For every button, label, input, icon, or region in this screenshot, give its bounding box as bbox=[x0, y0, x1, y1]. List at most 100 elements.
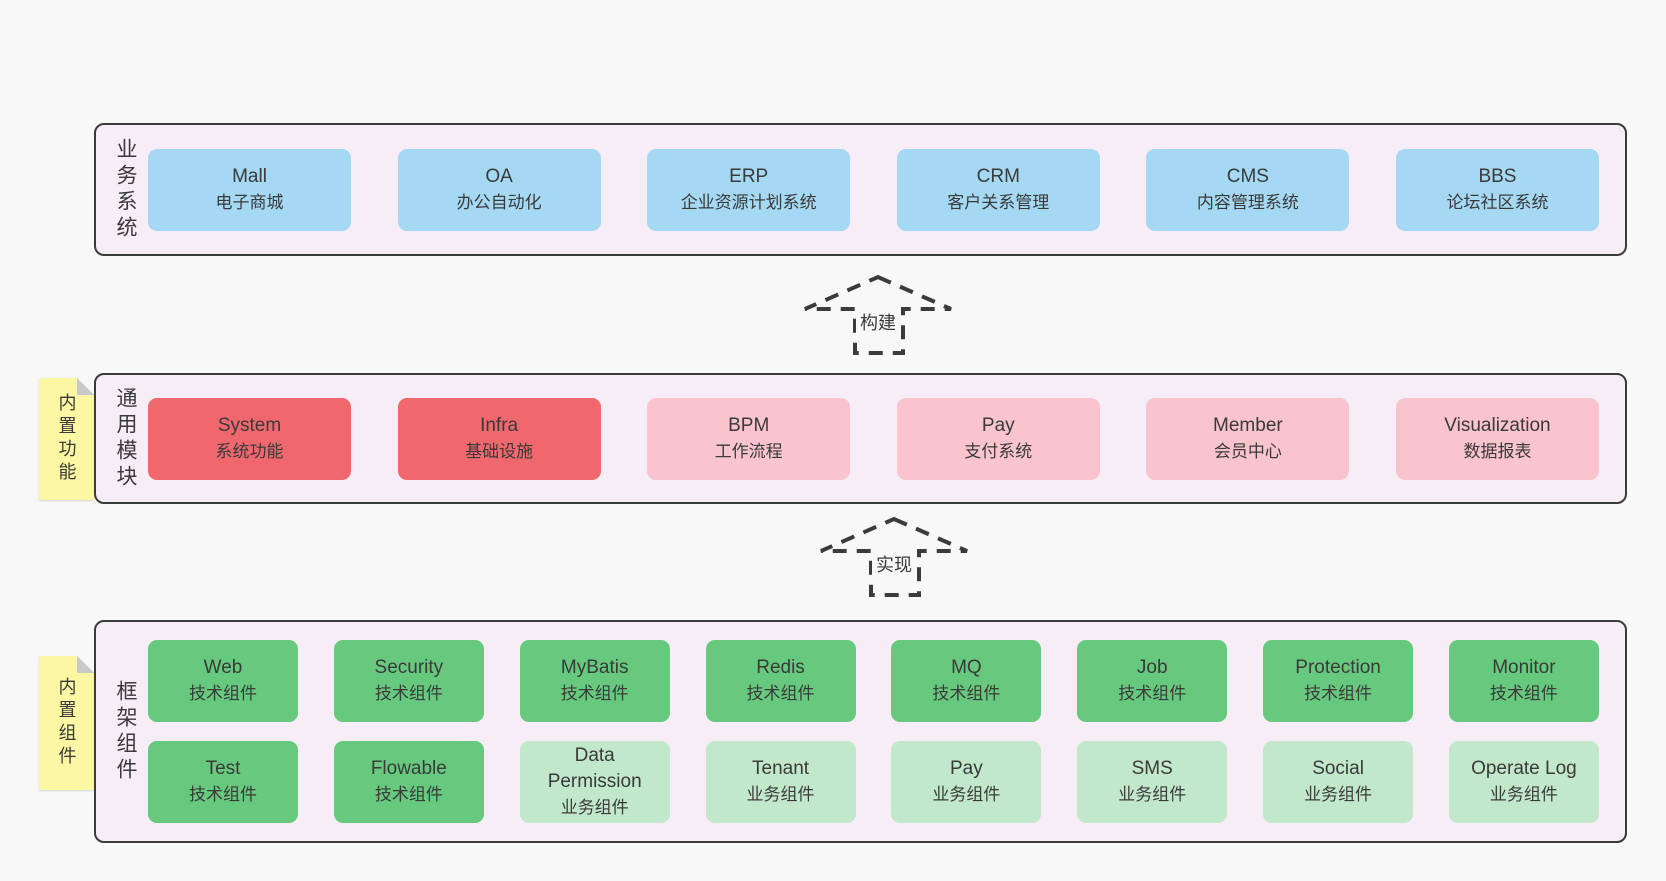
panel-label-common-modules: 通用模块 bbox=[114, 386, 137, 491]
box-monitor: Monitor 技术组件 bbox=[1448, 640, 1599, 723]
box-name: Infra bbox=[480, 414, 519, 436]
box-name: Pay bbox=[950, 757, 983, 779]
box-data-permission: Data Permission 业务组件 bbox=[519, 740, 670, 823]
panel-framework-components: 框架组件 Web 技术组件 Security 技术组件 MyBatis 技术组件… bbox=[94, 620, 1627, 843]
box-desc: 会员中心 bbox=[1213, 441, 1282, 461]
framework-components-row-1: Web 技术组件 Security 技术组件 MyBatis 技术组件 Redi… bbox=[148, 640, 1599, 723]
box-security: Security 技术组件 bbox=[333, 640, 484, 723]
box-crm: CRM 客户关系管理 bbox=[896, 148, 1100, 231]
box-name: BPM bbox=[728, 414, 770, 436]
box-name: System bbox=[217, 414, 282, 436]
panel-label-business-systems: 业务系统 bbox=[114, 137, 137, 242]
box-member: Member 会员中心 bbox=[1146, 397, 1350, 480]
sticky-note-built-in-components: 内置组件 bbox=[39, 656, 94, 790]
box-sms: SMS 业务组件 bbox=[1077, 740, 1228, 823]
box-name: Member bbox=[1213, 414, 1283, 436]
box-test: Test 技术组件 bbox=[148, 740, 298, 823]
box-name: Data Permission bbox=[547, 744, 642, 792]
sticky-fold-corner-icon bbox=[77, 378, 94, 395]
box-web: Web 技术组件 bbox=[148, 640, 298, 723]
box-desc: 技术组件 bbox=[189, 784, 257, 804]
box-name: SMS bbox=[1131, 757, 1173, 779]
box-name: Operate Log bbox=[1471, 757, 1577, 779]
box-desc: 业务组件 bbox=[1118, 784, 1187, 804]
up-arrow-icon bbox=[820, 516, 968, 597]
box-desc: 技术组件 bbox=[1489, 684, 1558, 704]
business-systems-row: Mall 电子商城 OA 办公自动化 ERP 企业资源计划系统 CRM 客户关系… bbox=[136, 125, 1625, 254]
box-desc: 技术组件 bbox=[189, 684, 257, 704]
panel-business-systems: 业务系统 Mall 电子商城 OA 办公自动化 ERP 企业资源计划系统 CRM… bbox=[94, 123, 1627, 256]
framework-components-row-2: Test 技术组件 Flowable 技术组件 Data Permission … bbox=[148, 740, 1599, 823]
box-name: Pay bbox=[981, 414, 1015, 436]
box-operate-log: Operate Log 业务组件 bbox=[1448, 740, 1599, 823]
box-name: Redis bbox=[756, 657, 805, 679]
box-name: Job bbox=[1136, 657, 1168, 679]
box-desc: 业务组件 bbox=[932, 784, 1001, 804]
box-name: Protection bbox=[1295, 657, 1381, 679]
box-name: Web bbox=[203, 657, 243, 679]
box-pay-module: Pay 支付系统 bbox=[896, 397, 1100, 480]
box-desc: 业务组件 bbox=[746, 784, 815, 804]
box-job: Job 技术组件 bbox=[1077, 640, 1228, 723]
sticky-fold-corner-icon bbox=[77, 656, 94, 673]
box-desc: 基础设施 bbox=[465, 441, 534, 461]
box-desc: 业务组件 bbox=[1304, 784, 1373, 804]
framework-components-grid: Web 技术组件 Security 技术组件 MyBatis 技术组件 Redi… bbox=[136, 622, 1625, 841]
box-desc: 办公自动化 bbox=[456, 192, 542, 212]
box-cms: CMS 内容管理系统 bbox=[1146, 148, 1350, 231]
box-bbs: BBS 论坛社区系统 bbox=[1395, 148, 1599, 231]
box-name: MyBatis bbox=[560, 657, 629, 679]
box-name: Tenant bbox=[752, 757, 810, 779]
box-desc: 企业资源计划系统 bbox=[680, 192, 817, 212]
panel-label-framework-components: 框架组件 bbox=[114, 679, 137, 784]
box-redis: Redis 技术组件 bbox=[705, 640, 856, 723]
box-social: Social 业务组件 bbox=[1263, 740, 1414, 823]
panel-common-modules: 通用模块 System 系统功能 Infra 基础设施 BPM 工作流程 Pay… bbox=[94, 373, 1627, 504]
arrow-implement-label: 实现 bbox=[872, 550, 916, 578]
box-desc: 技术组件 bbox=[1118, 684, 1187, 704]
arrow-build-label: 构建 bbox=[856, 308, 900, 336]
box-name: BBS bbox=[1478, 165, 1517, 187]
box-mall: Mall 电子商城 bbox=[148, 148, 351, 231]
box-name: MQ bbox=[951, 657, 982, 679]
box-name: CMS bbox=[1226, 165, 1269, 187]
box-desc: 支付系统 bbox=[964, 441, 1033, 461]
box-name: Monitor bbox=[1492, 657, 1556, 679]
up-arrow-icon bbox=[804, 274, 952, 355]
box-desc: 系统功能 bbox=[215, 441, 284, 461]
box-desc: 客户关系管理 bbox=[947, 192, 1050, 212]
box-name: CRM bbox=[976, 165, 1020, 187]
box-name: Test bbox=[205, 757, 241, 779]
box-oa: OA 办公自动化 bbox=[397, 148, 601, 231]
arrow-implement: 实现 bbox=[818, 516, 970, 598]
box-flowable: Flowable 技术组件 bbox=[333, 740, 484, 823]
box-mq: MQ 技术组件 bbox=[891, 640, 1042, 723]
box-name: OA bbox=[485, 165, 513, 187]
box-desc: 技术组件 bbox=[560, 684, 629, 704]
box-infra: Infra 基础设施 bbox=[397, 397, 601, 480]
box-desc: 技术组件 bbox=[932, 684, 1001, 704]
box-desc: 论坛社区系统 bbox=[1446, 192, 1549, 212]
common-modules-row: System 系统功能 Infra 基础设施 BPM 工作流程 Pay 支付系统… bbox=[136, 375, 1625, 502]
box-name: Flowable bbox=[370, 757, 447, 779]
box-name: ERP bbox=[729, 165, 769, 187]
box-protection: Protection 技术组件 bbox=[1263, 640, 1414, 723]
box-tenant: Tenant 业务组件 bbox=[705, 740, 856, 823]
box-mybatis: MyBatis 技术组件 bbox=[519, 640, 670, 723]
box-desc: 技术组件 bbox=[746, 684, 815, 704]
box-bpm: BPM 工作流程 bbox=[647, 397, 851, 480]
box-name: Visualization bbox=[1444, 414, 1551, 436]
box-desc: 业务组件 bbox=[560, 797, 629, 817]
sticky-note-text: 内置组件 bbox=[56, 677, 77, 769]
box-name: Mall bbox=[232, 165, 267, 187]
box-desc: 技术组件 bbox=[374, 684, 443, 704]
box-desc: 技术组件 bbox=[374, 784, 443, 804]
sticky-note-built-in-features: 内置功能 bbox=[39, 378, 94, 500]
box-name: Social bbox=[1312, 757, 1364, 779]
box-desc: 工作流程 bbox=[714, 441, 783, 461]
box-name: Security bbox=[374, 657, 444, 679]
box-pay-component: Pay 业务组件 bbox=[891, 740, 1042, 823]
box-desc: 业务组件 bbox=[1489, 784, 1558, 804]
sticky-note-text: 内置功能 bbox=[56, 393, 77, 485]
box-erp: ERP 企业资源计划系统 bbox=[647, 148, 851, 231]
